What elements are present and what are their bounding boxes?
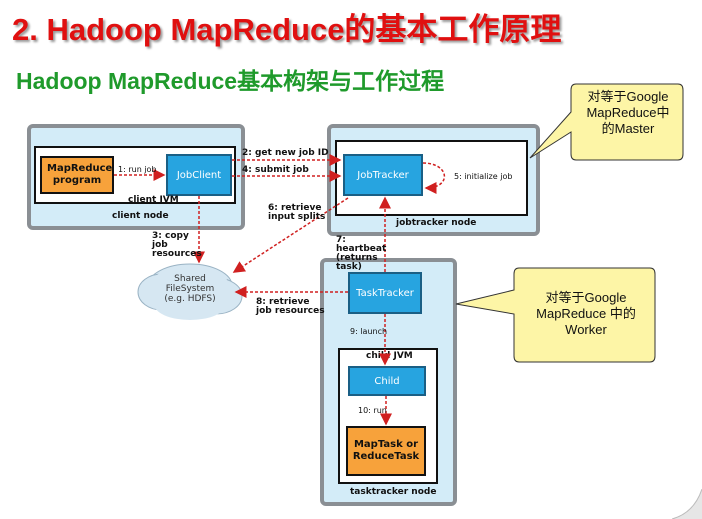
step-5-label: 5: initialize job — [454, 172, 513, 181]
tasktracker-label: TaskTracker — [356, 287, 414, 299]
slide-title: 2. Hadoop MapReduce的基本工作原理 — [12, 12, 562, 47]
step-6-label: 6: retrieve input splits — [268, 203, 326, 222]
shared-filesystem-label: Shared FileSystem (e.g. HDFS) — [164, 274, 216, 304]
step-8-label: 8: retrieve job resources — [256, 297, 325, 316]
step-1-label: 1: run job — [118, 165, 157, 174]
client-node-label: client node — [112, 211, 169, 221]
maptask-label: MapTask or ReduceTask — [352, 439, 420, 462]
step-10-label: 10: run — [358, 406, 387, 415]
arrow-initialize-job — [422, 162, 446, 194]
step-9-label: 9: launch — [350, 327, 388, 336]
maptask-box: MapTask or ReduceTask — [346, 426, 426, 476]
mapreduce-program-box: MapReduce program — [40, 156, 114, 194]
client-jvm-label: client JVM — [128, 195, 179, 205]
mapreduce-program-label: MapReduce program — [47, 163, 113, 186]
callout-master-text: 对等于Google MapReduce中的Master — [586, 89, 670, 136]
callout-worker-text: 对等于Google MapReduce 中的Worker — [536, 290, 636, 337]
jobtracker-node-label: jobtracker node — [396, 218, 477, 228]
callout-master-shape — [529, 83, 684, 161]
step-4-label: 4: submit job — [242, 165, 309, 175]
page-curl-icon — [672, 489, 702, 519]
shared-filesystem-cloud — [137, 263, 243, 320]
step-2-label: 2: get new job ID — [242, 148, 329, 158]
slide-subtitle: Hadoop MapReduce基本构架与工作过程 — [16, 68, 445, 94]
step-7-label: 7: heartbeat (returns task) — [336, 235, 387, 272]
tasktracker-node-label: tasktracker node — [350, 487, 437, 497]
jobclient-box: JobClient — [166, 154, 232, 196]
child-label: Child — [374, 375, 400, 387]
jobtracker-label: JobTracker — [357, 169, 409, 181]
tasktracker-box: TaskTracker — [348, 272, 422, 314]
callout-worker-shape — [455, 267, 656, 363]
step-3-label: 3: copy job resources — [152, 231, 202, 259]
arrow-retrieve-input-splits — [232, 197, 349, 273]
jobtracker-box: JobTracker — [343, 154, 423, 196]
child-box: Child — [348, 366, 426, 396]
jobclient-label: JobClient — [176, 169, 222, 181]
